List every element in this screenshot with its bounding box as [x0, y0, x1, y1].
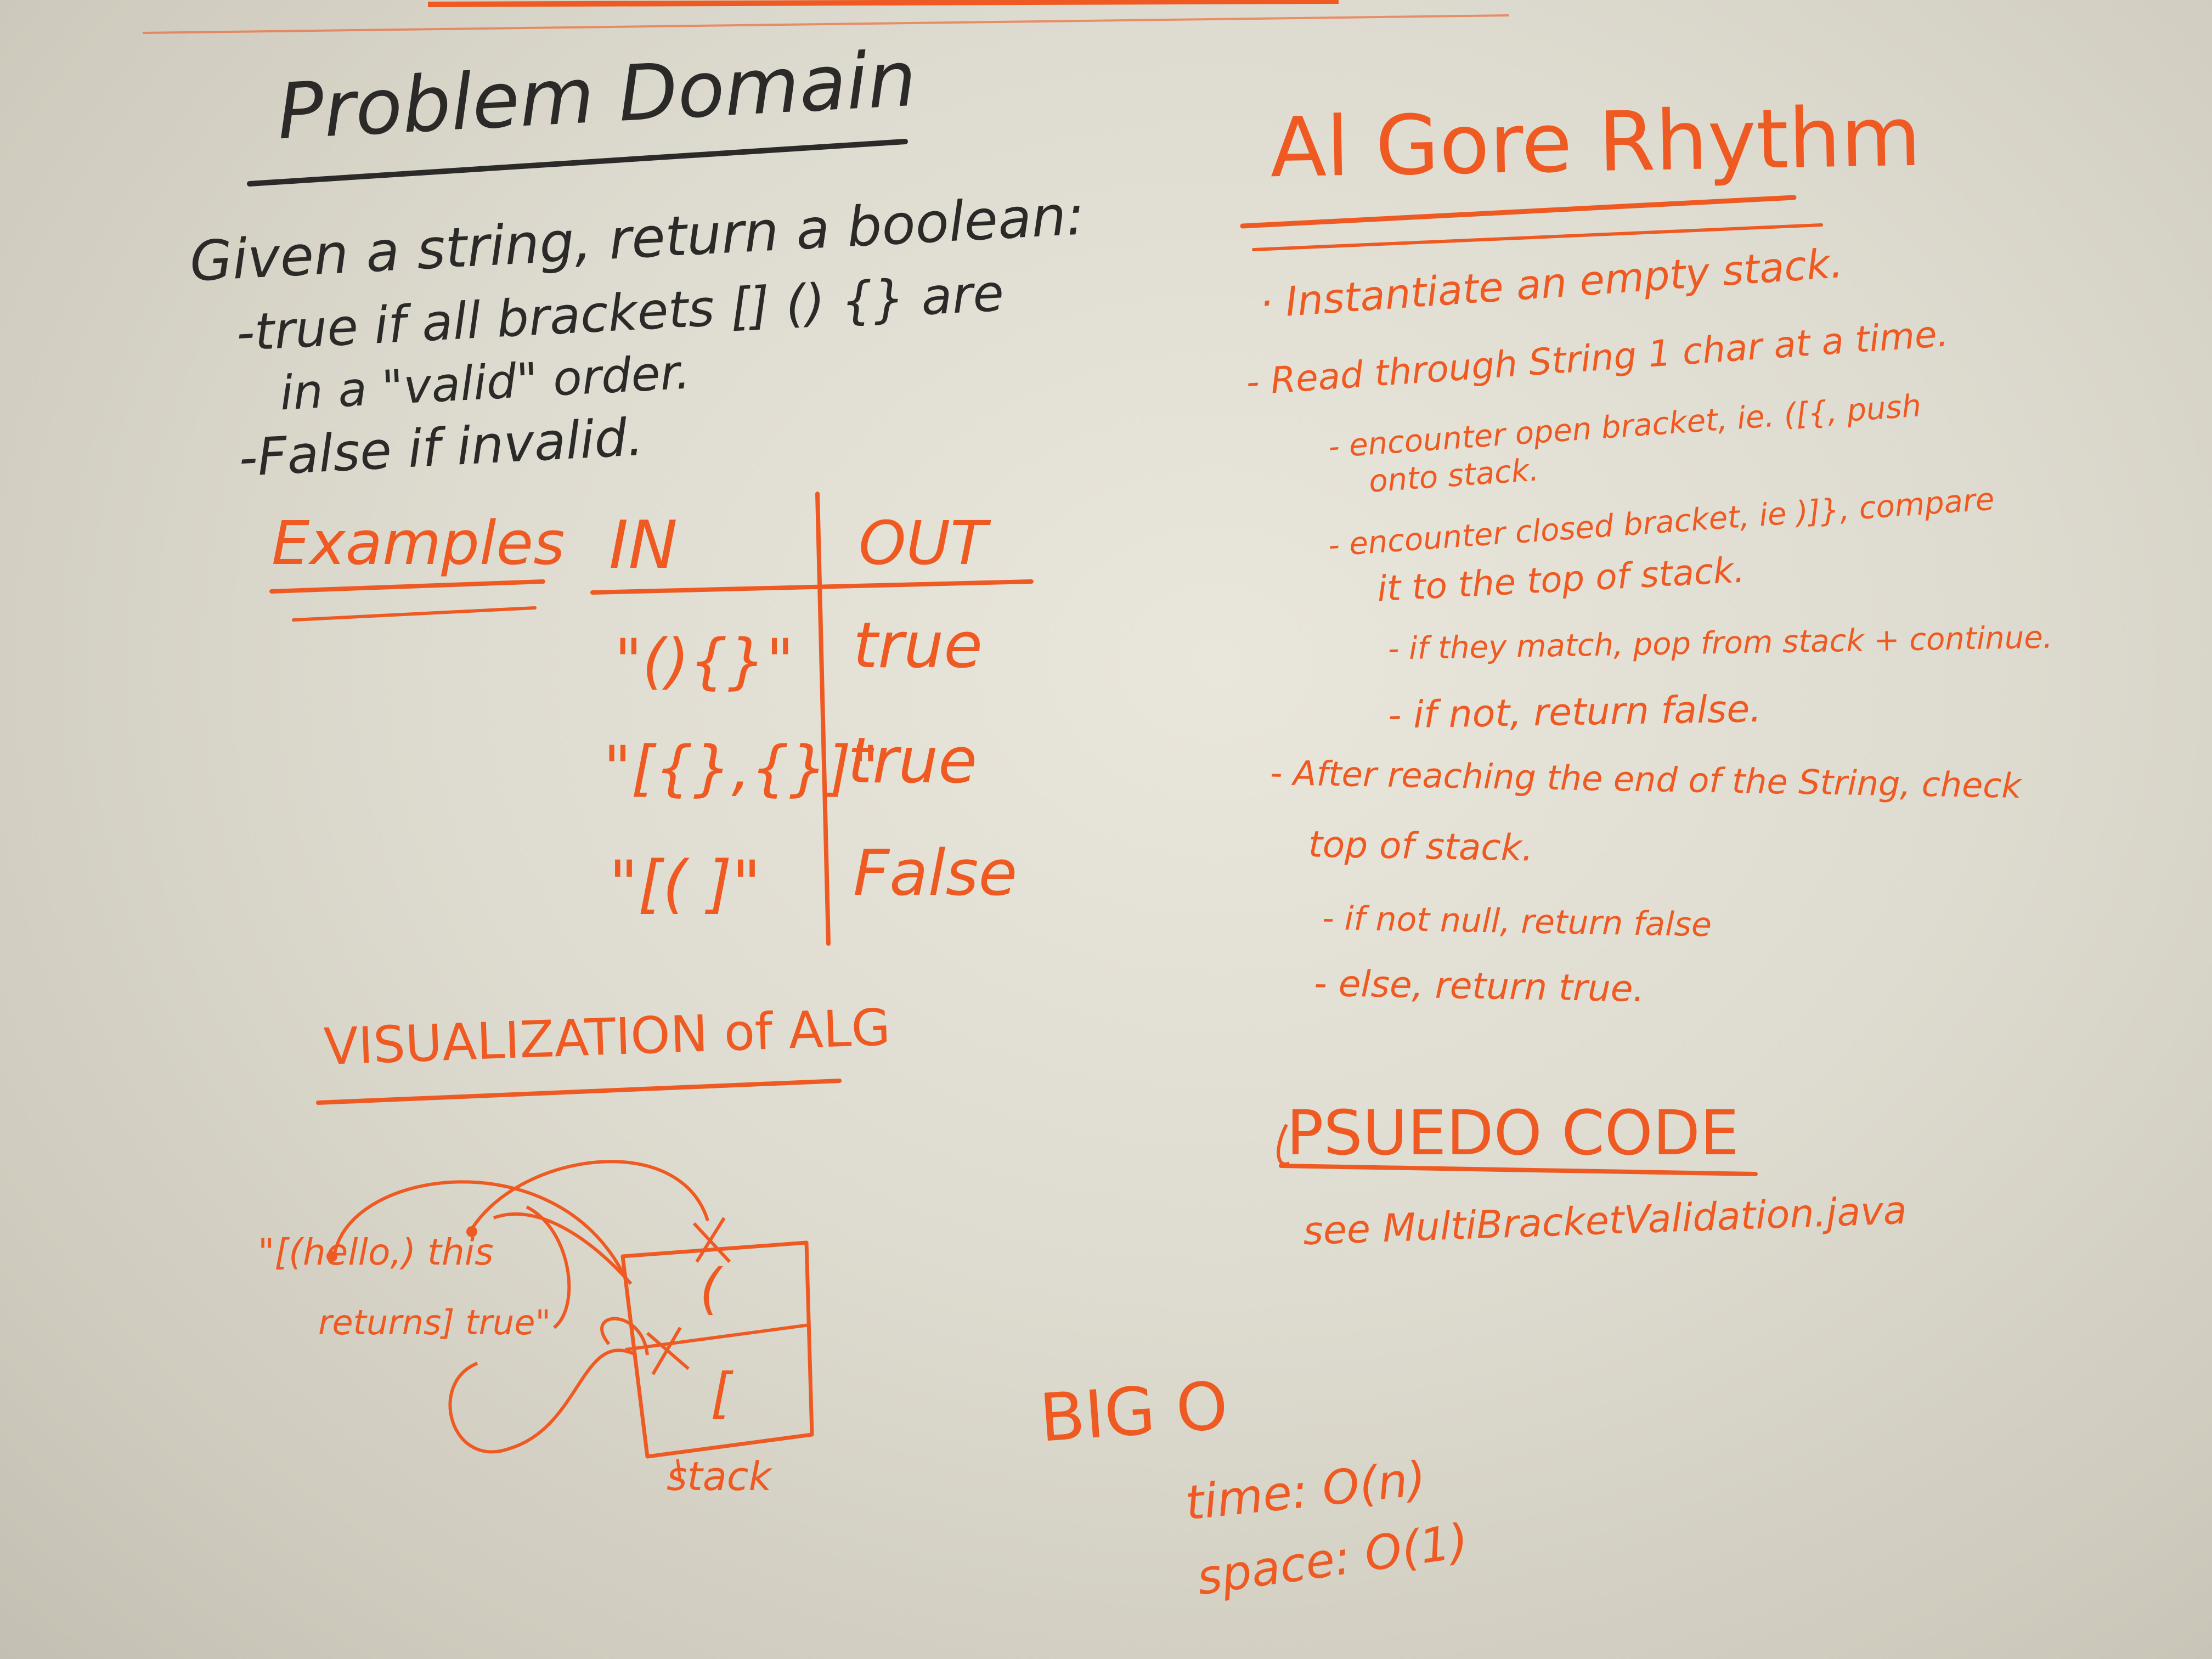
- arrow-dot-1: [326, 1251, 337, 1262]
- arrow-curve-1: [333, 1180, 624, 1274]
- algorithm-title: Al Gore Rhythm: [1269, 89, 1922, 196]
- arrow-curve-5: [448, 1348, 637, 1454]
- stack-divider: [625, 1323, 810, 1351]
- stack-label: stack: [667, 1453, 772, 1499]
- arrow-dot-2: [466, 1226, 477, 1237]
- examples-underline-2: [292, 606, 537, 622]
- x-mark-bottom: [646, 1327, 690, 1375]
- examples-col-out: OUT: [859, 508, 988, 578]
- algorithm-title-underline: [1240, 195, 1797, 229]
- examples-col-in: IN: [609, 507, 678, 584]
- example-row-1-in: "(){}": [614, 626, 794, 696]
- algorithm-line-8: - if not, return false.: [1387, 687, 1762, 737]
- arrow-curve-3: [493, 1212, 633, 1285]
- top-edge-stroke: [427, 0, 1339, 7]
- pseudocode-title: PSUEDO CODE: [1286, 1098, 1739, 1169]
- example-row-3-in: "[( ]": [609, 848, 761, 921]
- visualization-string-1: "[(hello,) this: [258, 1231, 494, 1273]
- top-edge-stroke-2: [142, 14, 1509, 34]
- arrow-loop: [600, 1317, 649, 1356]
- arrow-curve-4: [526, 1205, 571, 1329]
- visualization-string-2: returns] true": [318, 1302, 551, 1342]
- stack-top-item: (: [699, 1257, 721, 1321]
- x-mark-top: [692, 1217, 731, 1263]
- example-row-2-out: true: [848, 724, 978, 798]
- algorithm-title-underline-2: [1252, 223, 1823, 251]
- table-divider: [815, 492, 831, 946]
- algorithm-line-12: - else, return true.: [1313, 962, 1645, 1011]
- pseudocode-underline-curl: [1277, 1124, 1290, 1166]
- stack-bottom-item: [: [710, 1361, 732, 1425]
- algorithm-line-10: top of stack.: [1308, 823, 1534, 870]
- examples-label: Examples: [272, 508, 565, 578]
- pseudocode-underline: [1279, 1164, 1758, 1176]
- problem-title-underline: [247, 139, 908, 187]
- table-header-line: [590, 579, 1034, 595]
- example-row-3-out: False: [853, 837, 1018, 910]
- algorithm-line-11: - if not null, return false: [1322, 899, 1712, 945]
- example-row-2-in: "[{},{}]": [603, 733, 879, 803]
- stack-box: [620, 1240, 814, 1459]
- example-row-1-out: true: [853, 609, 983, 682]
- examples-underline: [269, 579, 545, 594]
- stack-label-line: [676, 1459, 682, 1482]
- visualization-underline: [316, 1079, 842, 1105]
- bigo-title: BIG O: [1037, 1368, 1231, 1457]
- arrow-curve-2: [470, 1160, 709, 1230]
